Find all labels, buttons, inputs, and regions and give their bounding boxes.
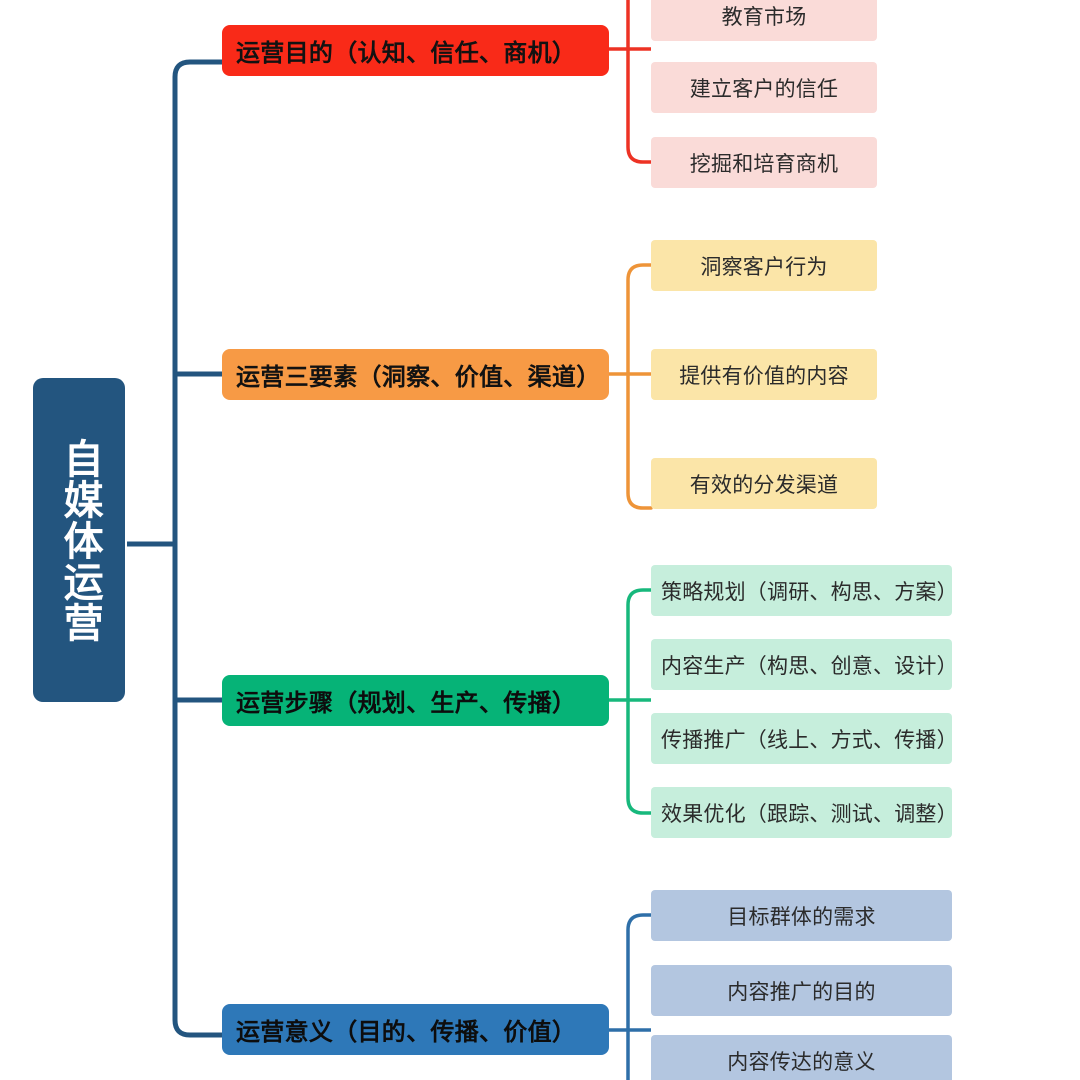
- green-branch-wire: [607, 588, 653, 815]
- leaf-node-steps-4[interactable]: 效果优化（跟踪、测试、调整）: [651, 787, 958, 838]
- branch-node-elements[interactable]: 运营三要素（洞察、价值、渠道）: [222, 349, 609, 400]
- red-branch-wire: [607, 0, 653, 164]
- leaf-node-elements-1[interactable]: 洞察客户行为: [651, 240, 877, 291]
- branch-node-significance[interactable]: 运营意义（目的、传播、价值）: [222, 1004, 609, 1055]
- leaf-node-purpose-1-label: 教育市场: [721, 5, 807, 29]
- leaf-node-purpose-3[interactable]: 挖掘和培育商机: [651, 137, 877, 188]
- branch-node-purpose-label: 运营目的（认知、信任、商机）: [236, 40, 577, 67]
- leaf-node-elements-2-label: 提供有价值的内容: [679, 364, 849, 388]
- leaf-node-purpose-1[interactable]: 教育市场: [651, 0, 877, 41]
- leaf-node-elements-1-label: 洞察客户行为: [700, 255, 828, 279]
- leaf-node-steps-2-label: 内容生产（构思、创意、设计）: [661, 654, 958, 678]
- leaf-node-elements-3[interactable]: 有效的分发渠道: [651, 458, 877, 509]
- leaf-node-steps-2[interactable]: 内容生产（构思、创意、设计）: [651, 639, 958, 690]
- leaf-node-steps-1[interactable]: 策略规划（调研、构思、方案）: [651, 565, 958, 616]
- branch-node-elements-label: 运营三要素（洞察、价值、渠道）: [236, 364, 601, 391]
- blue-branch-wire: [607, 913, 653, 1080]
- leaf-node-steps-3[interactable]: 传播推广（线上、方式、传播）: [651, 713, 958, 764]
- branch-node-significance-label: 运营意义（目的、传播、价值）: [236, 1019, 577, 1046]
- leaf-node-significance-1[interactable]: 目标群体的需求: [651, 890, 952, 941]
- leaf-node-purpose-2[interactable]: 建立客户的信任: [651, 62, 877, 113]
- leaf-node-steps-4-label: 效果优化（跟踪、测试、调整）: [661, 802, 958, 826]
- leaf-node-significance-2-label: 内容推广的目的: [727, 980, 876, 1004]
- branch-node-steps[interactable]: 运营步骤（规划、生产、传播）: [222, 675, 609, 726]
- trunk-line: [172, 59, 225, 1038]
- root-node-label: 自媒体运营: [57, 437, 102, 643]
- leaf-node-significance-1-label: 目标群体的需求: [727, 905, 876, 929]
- leaf-node-significance-2[interactable]: 内容推广的目的: [651, 965, 952, 1016]
- leaf-node-elements-3-label: 有效的分发渠道: [689, 473, 839, 497]
- leaf-node-steps-1-label: 策略规划（调研、构思、方案）: [661, 580, 958, 604]
- leaf-node-elements-2[interactable]: 提供有价值的内容: [651, 349, 877, 400]
- branch-node-purpose[interactable]: 运营目的（认知、信任、商机）: [222, 25, 609, 76]
- root-node[interactable]: 自媒体运营: [33, 378, 125, 702]
- leaf-node-purpose-2-label: 建立客户的信任: [689, 77, 839, 101]
- leaf-node-steps-3-label: 传播推广（线上、方式、传播）: [661, 728, 958, 752]
- branch-node-steps-label: 运营步骤（规划、生产、传播）: [236, 690, 577, 717]
- orange-branch-wire: [607, 263, 653, 510]
- leaf-node-significance-3[interactable]: 内容传达的意义: [651, 1035, 952, 1080]
- leaf-node-significance-3-label: 内容传达的意义: [727, 1050, 876, 1074]
- leaf-node-purpose-3-label: 挖掘和培育商机: [689, 152, 839, 176]
